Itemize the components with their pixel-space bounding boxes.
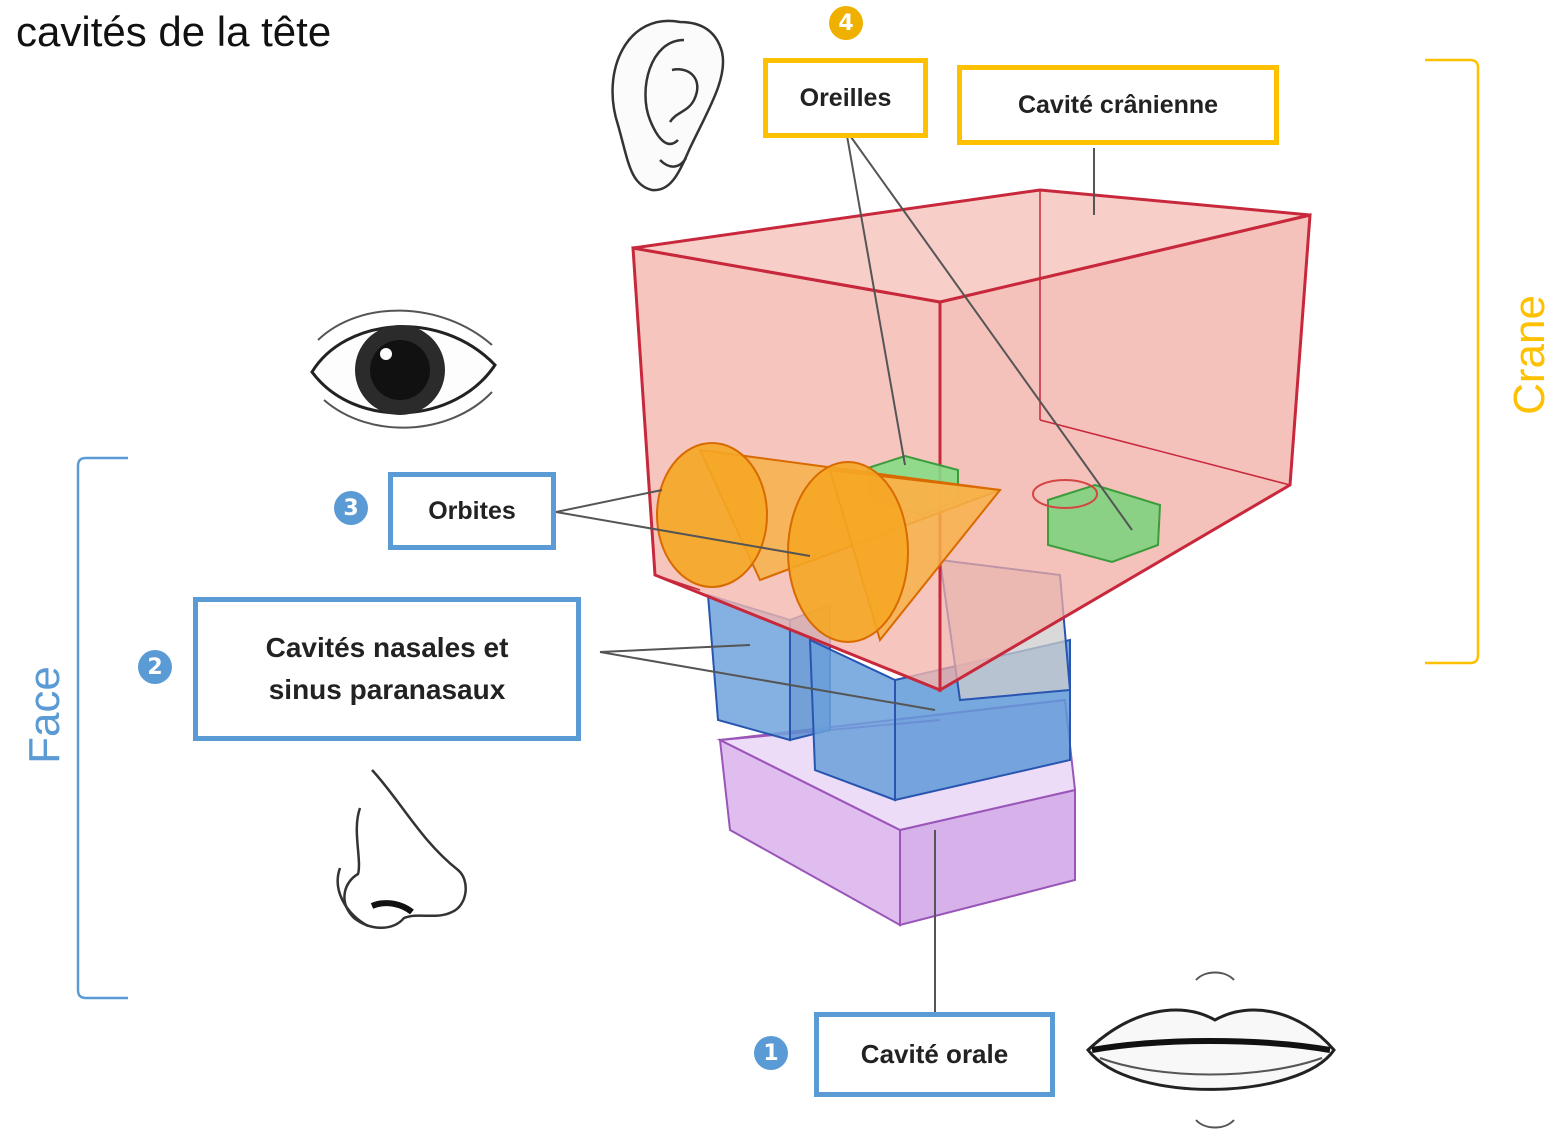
ear-illustration: [611, 19, 725, 192]
label-orbites-text: Orbites: [428, 496, 516, 525]
label-cavites-nasales-line2: sinus paranasaux: [268, 674, 506, 705]
label-cavite-cranienne: Cavité crânienne: [957, 65, 1279, 145]
crane-label: Crane: [1505, 295, 1551, 415]
leader-lines: [555, 129, 1133, 1012]
orbit-cones: [656, 442, 1002, 643]
label-cavites-nasales: Cavités nasales et sinus paranasaux: [193, 597, 581, 741]
nose-illustration: [336, 769, 467, 929]
label-cavite-orale-text: Cavité orale: [860, 1039, 1009, 1069]
badge-2: 2: [138, 650, 172, 684]
label-cavites-nasales-line1: Cavités nasales et: [265, 632, 509, 663]
crane-bracket: [1425, 58, 1480, 665]
label-oreilles: Oreilles: [763, 58, 928, 138]
label-cavite-orale: Cavité orale: [814, 1012, 1055, 1097]
badge-1: 1: [754, 1036, 788, 1070]
face-bracket: [76, 456, 128, 1000]
label-orbites: Orbites: [388, 472, 556, 550]
label-cavite-cranienne-text: Cavité crânienne: [1017, 90, 1219, 119]
label-oreilles-text: Oreilles: [799, 83, 892, 112]
badge-3: 3: [334, 491, 368, 525]
face-label: Face: [20, 666, 69, 764]
eye-illustration: [310, 309, 497, 429]
badge-4: 4: [829, 6, 863, 40]
mouth-illustration: [1085, 971, 1336, 1129]
page-title: cavités de la tête: [16, 8, 332, 55]
